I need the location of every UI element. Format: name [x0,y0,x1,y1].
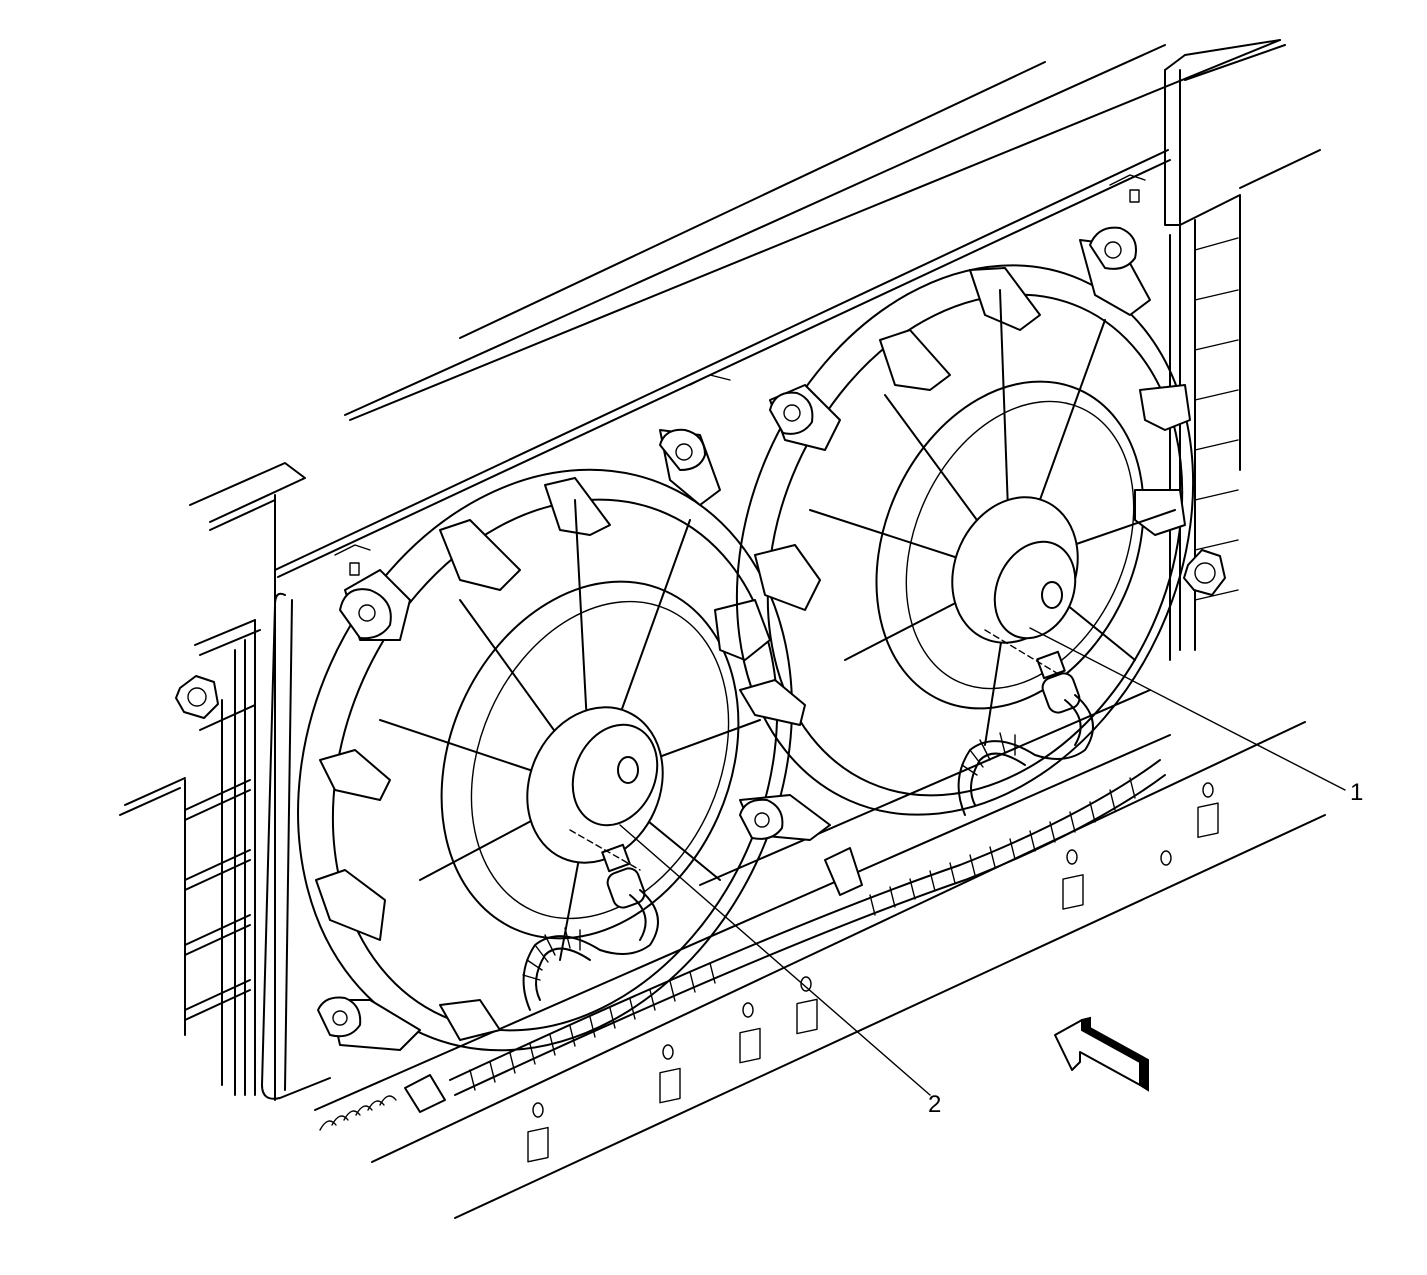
right-cooling-fan [735,226,1195,841]
callout-1-label: 1 [1350,779,1363,806]
callout-2-label: 2 [928,1091,941,1118]
view-direction-arrow-icon [1054,1016,1149,1092]
left-cooling-fan [297,428,793,1052]
callout-2: 2 [619,824,941,1118]
hex-nut-icon [1183,549,1226,596]
harness-convolute-rings [469,777,1136,1091]
fan-motor-connector [1034,650,1094,760]
wiring-harness-coil [957,732,1036,816]
radiator-support-structure [119,39,1326,1219]
callout-1: 1 [1029,627,1363,806]
fan-motor-connector [599,843,659,955]
main-wiring-harness [319,759,1166,1131]
wiring-harness-coil [522,927,601,1011]
mounting-slot-row [527,782,1219,1163]
harness-end-coil [319,1095,397,1131]
hex-nut-icon [175,675,219,719]
